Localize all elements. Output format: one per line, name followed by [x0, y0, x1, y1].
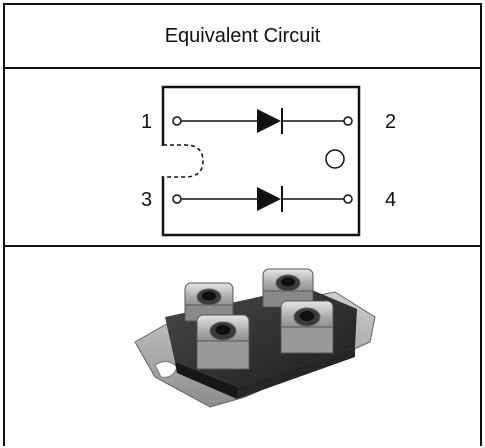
- module-package-image: [134, 268, 376, 408]
- terminal-bottom-left: [196, 314, 250, 370]
- pin-4-terminal: [343, 194, 353, 204]
- circuit-schematic: 1 2 3 4: [141, 85, 396, 237]
- diode-3-4: [172, 186, 353, 212]
- package-photo-panel: [5, 247, 480, 448]
- terminal-top-left: [184, 282, 234, 322]
- pin-3-label: 3: [141, 189, 152, 211]
- pin-2-terminal: [343, 116, 353, 126]
- equivalent-circuit-panel: 1 2 3 4: [5, 69, 480, 247]
- diode-1-triangle: [257, 109, 281, 133]
- diode-1-2: [172, 108, 353, 134]
- diode-2-triangle: [257, 187, 281, 211]
- terminal-bottom-right: [280, 300, 334, 354]
- diagram-frame: Equivalent Circuit 1 2 3 4: [3, 3, 482, 446]
- pin-3-terminal: [172, 194, 182, 204]
- mounting-notch-dashed: [163, 144, 204, 178]
- pin-1-terminal: [172, 116, 182, 126]
- pin-4-label: 4: [385, 189, 396, 211]
- diagram-title: Equivalent Circuit: [5, 5, 480, 69]
- mounting-hole-icon: [325, 149, 345, 169]
- pin-1-label: 1: [141, 111, 152, 133]
- pin-2-label: 2: [385, 111, 396, 133]
